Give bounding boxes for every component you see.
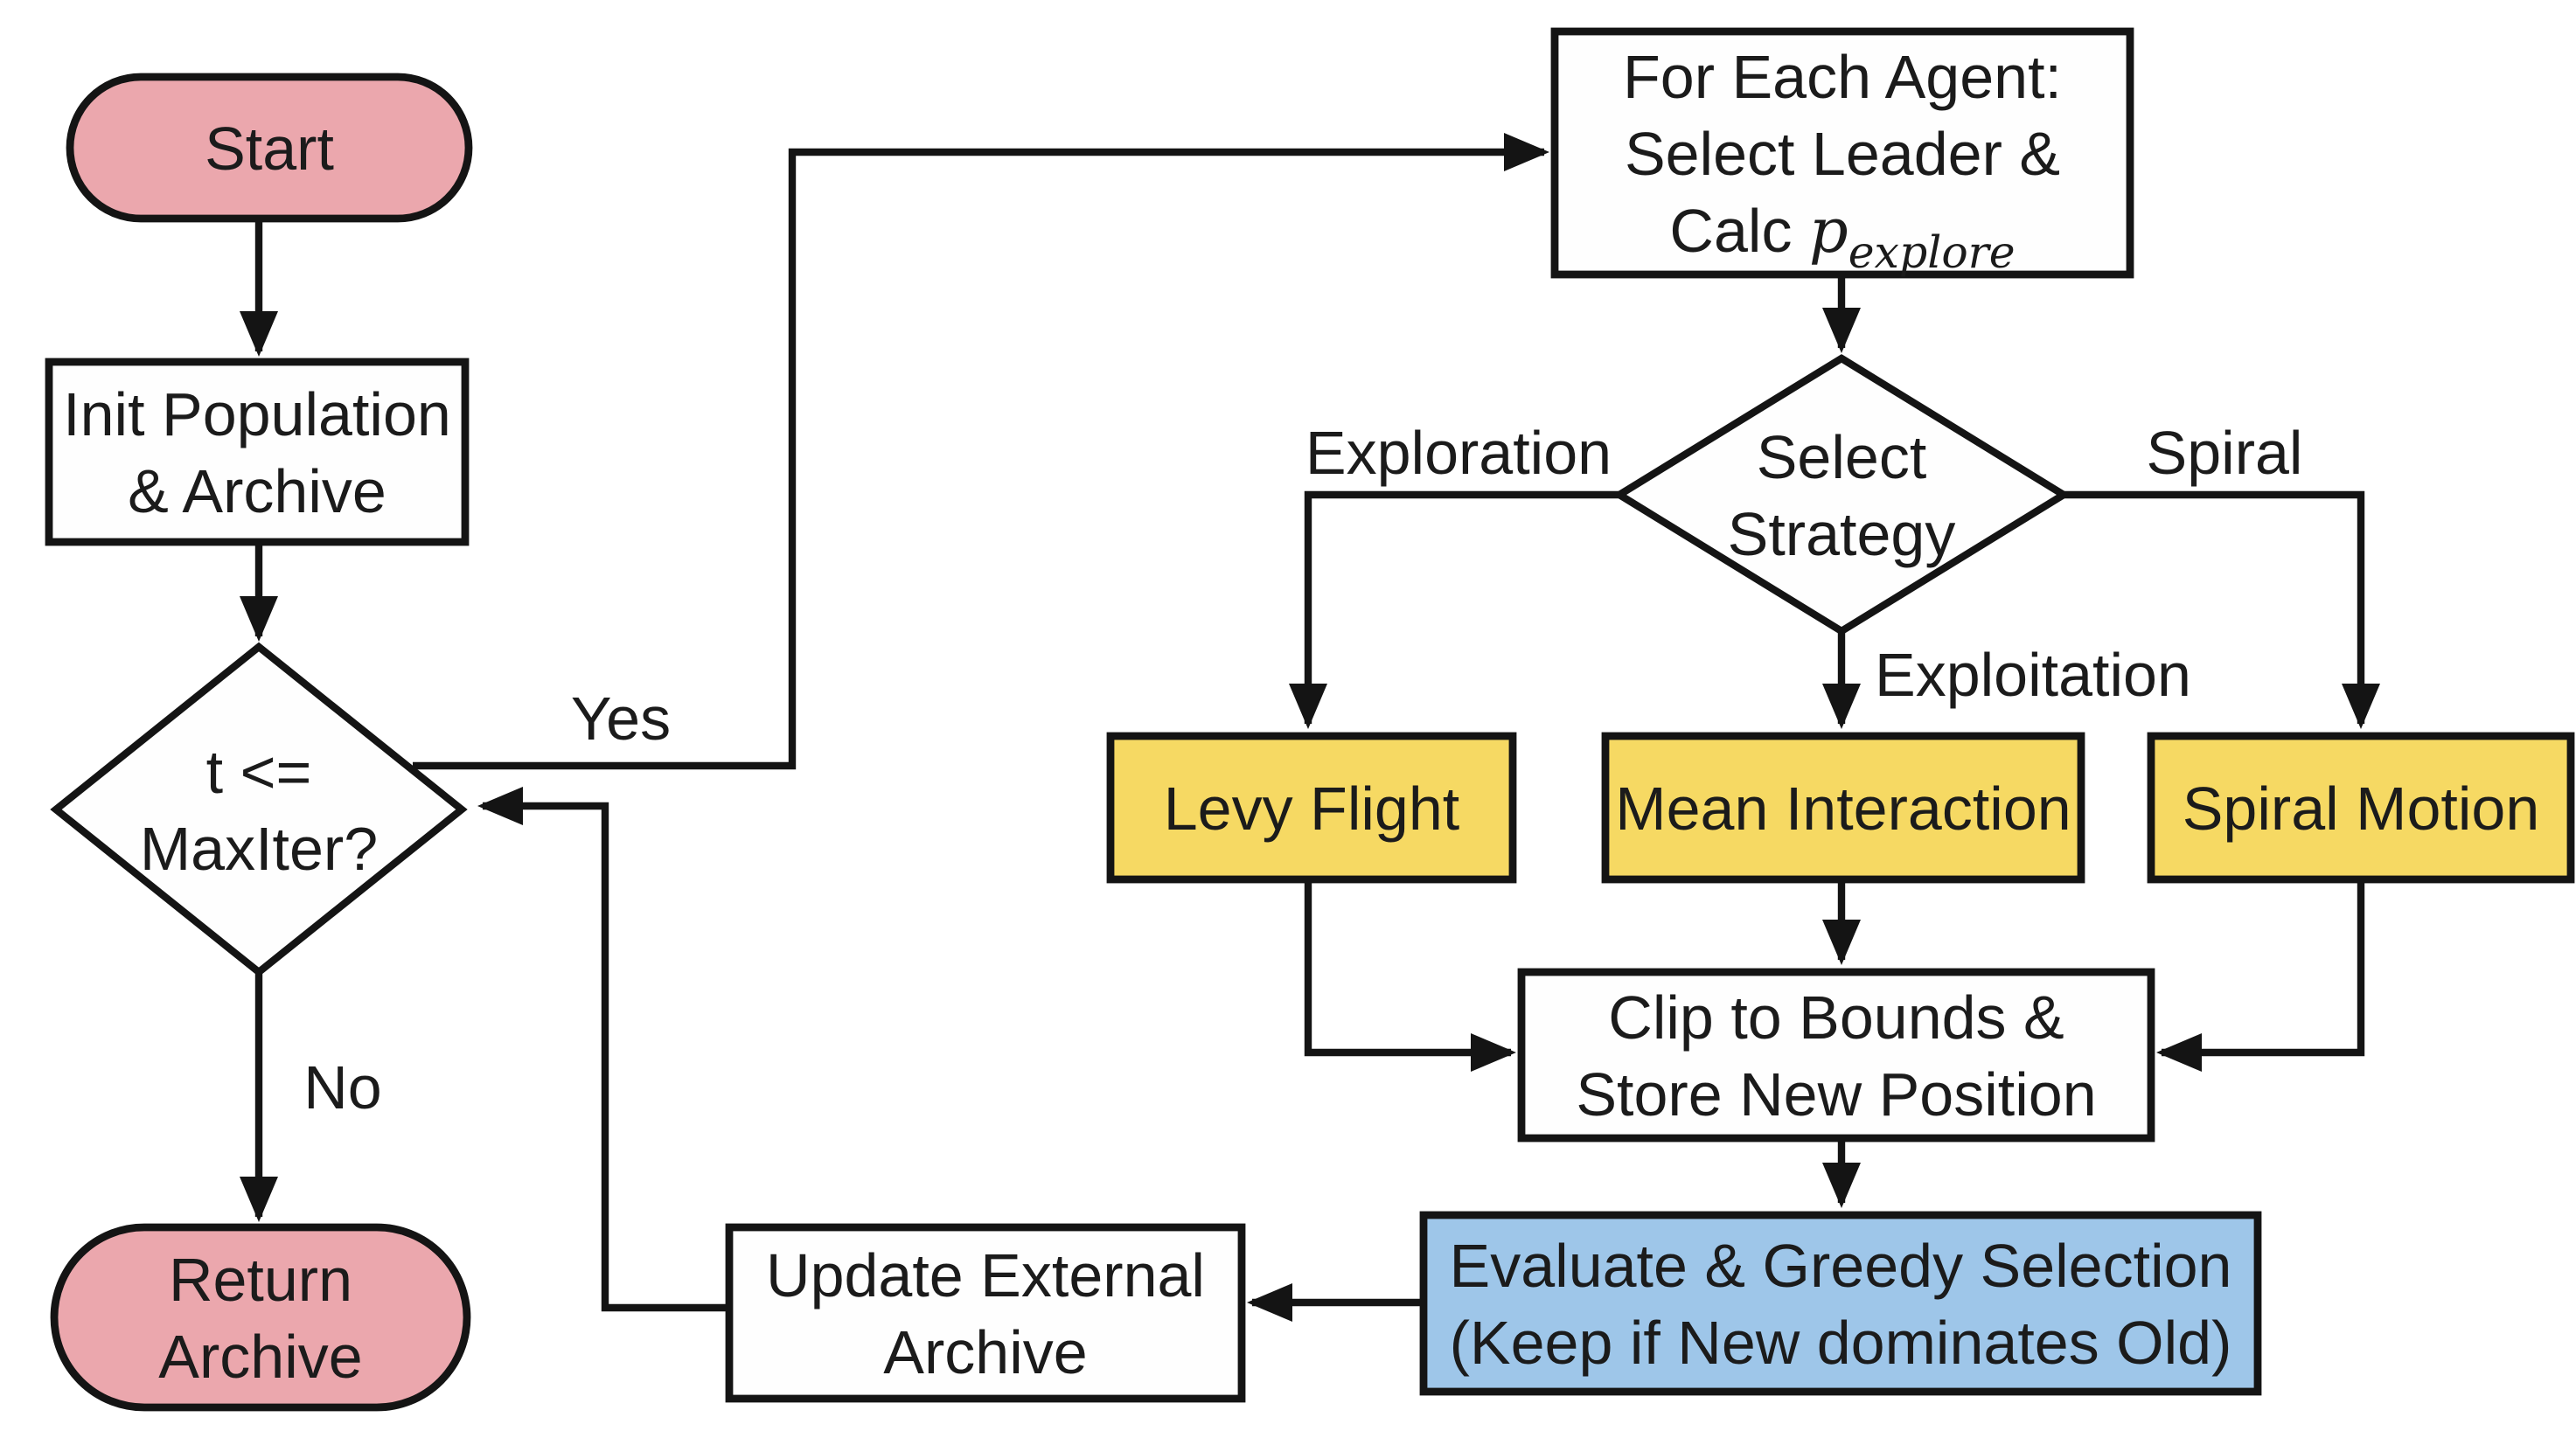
node-start-terminator-shape — [66, 73, 473, 223]
node-for-each-agent-label: Calc pexplore — [1669, 195, 2015, 278]
label-exploitation: Exploitation — [1875, 641, 2191, 709]
node-evaluate-greedy-selection-label: Evaluate & Greedy Selection — [1450, 1232, 2232, 1300]
node-spiral-motion-label: Spiral Motion — [2183, 775, 2540, 843]
edge-spiral-motion-to-clip — [2156, 879, 2365, 1072]
node-select-strategy-decision-label: Select — [1757, 423, 1927, 491]
edge-strategy-exploration-levy — [1289, 490, 1619, 729]
node-return-archive-terminator-shape — [50, 1223, 471, 1412]
node-init-population-archive-label: & Archive — [128, 457, 386, 525]
node-update-external-archive-label: Archive — [883, 1318, 1087, 1386]
node-spiral-motion-shape — [2147, 732, 2575, 884]
node-return-archive-terminator-label: Archive — [158, 1323, 362, 1391]
edge-levy-to-clip — [1304, 879, 1516, 1072]
node-spiral-motion: Spiral Motion — [2147, 732, 2575, 884]
node-start-terminator: Start — [66, 73, 473, 223]
node-init-population-archive: Init Population & Archive — [45, 358, 470, 546]
node-clip-to-bounds-shape — [1517, 968, 2155, 1143]
node-init-population-archive-label: Init Population — [63, 380, 451, 448]
node-select-strategy-decision-shape — [1612, 354, 2071, 636]
node-evaluate-greedy-selection: Evaluate & Greedy Selection (Keep if New … — [1419, 1211, 2262, 1396]
label-yes: Yes — [571, 684, 671, 753]
node-for-each-agent-label: For Each Agent: — [1623, 43, 2062, 111]
node-t-le-maxiter-decision: t <= MaxIter? — [50, 642, 468, 977]
node-select-strategy-decision-label: Strategy — [1728, 500, 1956, 568]
node-mean-interaction-label: Mean Interaction — [1615, 775, 2071, 843]
node-for-each-agent: For Each Agent: Select Leader & Calc pexpl… — [1550, 27, 2134, 279]
node-evaluate-greedy-selection-label: (Keep if New dominates Old) — [1450, 1309, 2232, 1377]
node-for-each-agent-shape — [1550, 27, 2134, 279]
node-clip-to-bounds-label: Store New Position — [1576, 1060, 2096, 1129]
label-spiral: Spiral — [2147, 419, 2303, 487]
node-levy-flight-shape — [1106, 732, 1517, 884]
node-clip-to-bounds: Clip to Bounds & Store New Position — [1517, 968, 2155, 1143]
label-no: No — [303, 1053, 381, 1122]
edge-strategy-spiral-motion — [2064, 490, 2380, 729]
node-mean-interaction-shape — [1601, 732, 2085, 884]
label-exploration: Exploration — [1305, 419, 1612, 487]
node-mean-interaction: Mean Interaction — [1601, 732, 2085, 884]
node-t-le-maxiter-decision-shape — [50, 642, 468, 977]
node-for-each-agent-label: Select Leader & — [1625, 120, 2060, 188]
node-init-population-archive-shape — [45, 358, 470, 546]
node-return-archive-terminator-label: Return — [169, 1246, 352, 1314]
edge-update-loop-to-maxiter — [477, 787, 729, 1312]
node-update-external-archive-label: Update External — [766, 1241, 1205, 1309]
node-start-terminator-label: Start — [205, 115, 334, 183]
node-update-external-archive-shape — [725, 1223, 1246, 1403]
node-evaluate-greedy-selection-shape — [1419, 1211, 2262, 1396]
node-clip-to-bounds-label: Clip to Bounds & — [1608, 983, 2064, 1052]
edge-maxiter-yes-to-foreach — [413, 133, 1549, 770]
node-levy-flight-label: Levy Flight — [1164, 775, 1459, 843]
node-t-le-maxiter-decision-label: MaxIter? — [140, 815, 378, 883]
node-t-le-maxiter-decision-label: t <= — [206, 738, 312, 806]
node-levy-flight: Levy Flight — [1106, 732, 1517, 884]
